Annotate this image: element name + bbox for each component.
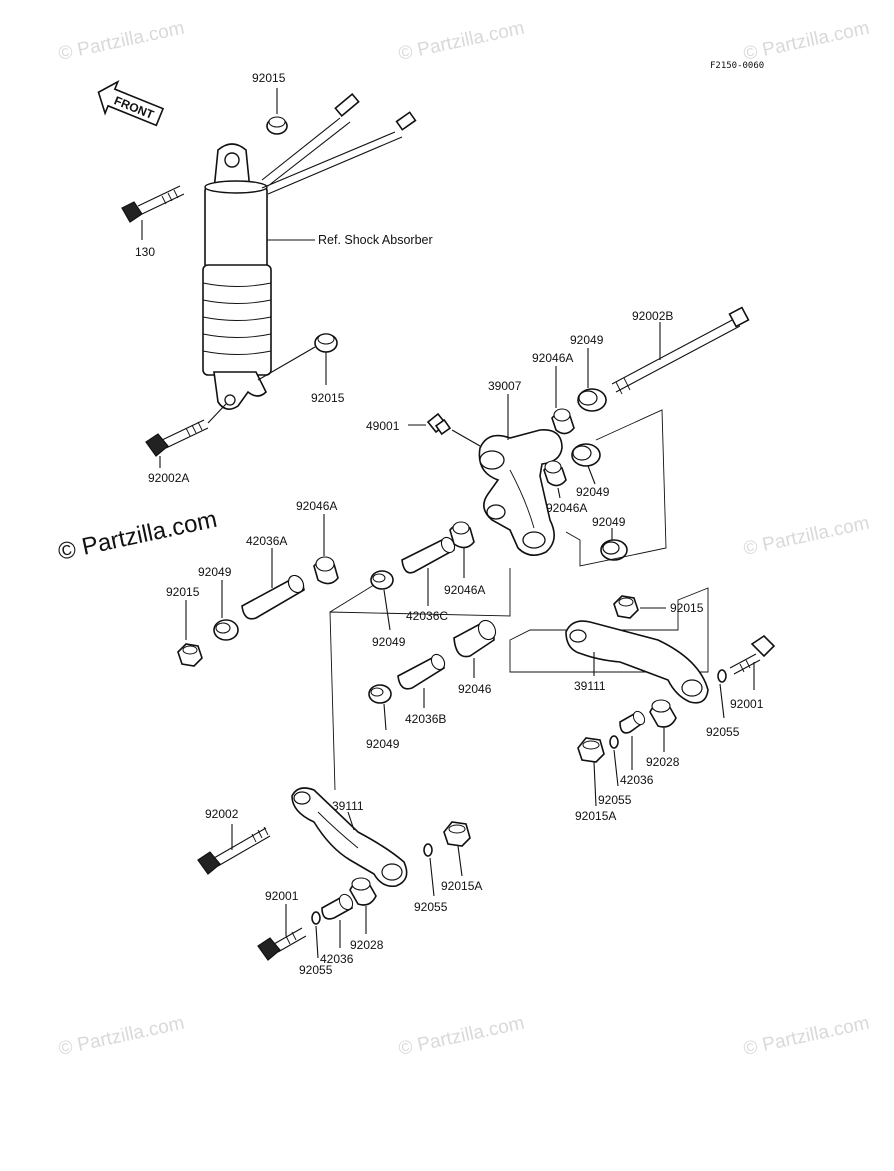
part-label: 92002	[205, 807, 239, 821]
part-label: 42036B	[405, 712, 446, 726]
part-label: 42036	[320, 952, 354, 966]
seal-92049-b	[571, 443, 601, 485]
part-label: 92046A	[296, 499, 337, 513]
rocker-arm-39007	[478, 394, 563, 556]
part-label: 42036A	[246, 534, 287, 548]
bushing-92046	[453, 619, 497, 678]
part-label: 92046A	[546, 501, 587, 515]
part-label: 92028	[350, 938, 384, 952]
nut-92015-top	[266, 88, 288, 135]
collar-42036-right	[619, 710, 646, 770]
bolt-92002A	[145, 403, 227, 468]
collar-42036B	[397, 653, 446, 708]
part-label: 92049	[576, 485, 610, 499]
part-label: 92015	[166, 585, 200, 599]
bushing-92046A-b	[543, 460, 567, 499]
part-label: 39111	[574, 679, 606, 693]
part-label: 92049	[372, 635, 406, 649]
watermark-text: © Partzilla.com	[397, 1013, 527, 1060]
front-arrow-icon: FRONT	[97, 79, 165, 127]
part-label: 92015A	[441, 879, 482, 893]
bolt-92001-right	[729, 634, 776, 690]
bolt-92002	[197, 824, 271, 875]
part-label: 39007	[488, 379, 522, 393]
nut-92015A-right	[577, 737, 605, 807]
part-label: 39111	[332, 799, 364, 813]
bushing-92046A-center	[449, 521, 475, 578]
collar-42036C	[401, 536, 456, 606]
bolt-92001-left	[257, 904, 307, 961]
seal-92049-center	[370, 570, 394, 631]
washer-92055-right2	[609, 735, 619, 787]
reference-outline	[329, 409, 709, 791]
ref-shock-absorber-label: Ref. Shock Absorber	[318, 233, 433, 247]
part-label: 92049	[198, 565, 232, 579]
watermark-text: © Partzilla.com	[56, 506, 220, 566]
diagram-code: F2150-0060	[710, 61, 764, 71]
bolt-130	[121, 185, 185, 240]
bushing-92046A-a	[551, 366, 575, 435]
watermark-text: © Partzilla.com	[57, 1013, 187, 1060]
part-label: 92015	[311, 391, 345, 405]
part-label: 92049	[570, 333, 604, 347]
watermark-text: © Partzilla.com	[742, 1013, 872, 1060]
bushing-92046A-left	[313, 514, 339, 585]
part-label: 130	[135, 245, 155, 259]
part-label: 92055	[414, 900, 448, 914]
collar-42036A	[241, 548, 305, 620]
shock-absorber	[202, 92, 417, 410]
part-label: 92046	[458, 682, 492, 696]
grease-fitting-49001	[408, 412, 481, 447]
seal-92049-low	[368, 684, 392, 731]
bushing-92028-right	[649, 699, 677, 752]
watermark-text: © Partzilla.com	[57, 18, 187, 65]
nut-92015-mid	[257, 333, 338, 385]
watermark-text: © Partzilla.com	[397, 18, 527, 65]
part-label: 92028	[646, 755, 680, 769]
washer-92055-mid	[423, 843, 435, 897]
watermark-text: © Partzilla.com	[742, 513, 872, 560]
part-label: 92055	[598, 793, 632, 807]
part-label: 92046A	[532, 351, 573, 365]
part-label: 49001	[366, 419, 400, 433]
part-label: 92001	[265, 889, 299, 903]
part-label: 92055	[706, 725, 740, 739]
part-label: 42036C	[406, 609, 448, 623]
part-label: 92015A	[575, 809, 616, 823]
nut-92015-right	[613, 595, 666, 619]
part-label: 92001	[730, 697, 764, 711]
washer-92055-left	[311, 911, 321, 959]
nut-92015A-mid	[443, 821, 471, 877]
part-label: 42036	[620, 773, 654, 787]
seal-92049-left	[213, 580, 239, 641]
part-label: 92002B	[632, 309, 673, 323]
part-label: 92055	[299, 963, 333, 977]
seal-92049-a	[577, 348, 607, 412]
tie-rod-39111-right	[565, 620, 709, 704]
bushing-92028-left	[349, 877, 377, 934]
part-label: 92049	[592, 515, 626, 529]
watermark-text: © Partzilla.com	[742, 18, 872, 65]
part-label: 92049	[366, 737, 400, 751]
bolt-92002B	[611, 306, 750, 395]
nut-92015-left	[177, 600, 203, 667]
seal-92049-c	[600, 528, 628, 561]
part-label: 92015	[252, 71, 286, 85]
part-label: 92002A	[148, 471, 189, 485]
part-label: 92046A	[444, 583, 485, 597]
collar-42036-left	[321, 893, 354, 948]
washer-92055-right	[717, 669, 727, 719]
part-label: 92015	[670, 601, 704, 615]
tie-rod-39111-left	[291, 787, 408, 888]
